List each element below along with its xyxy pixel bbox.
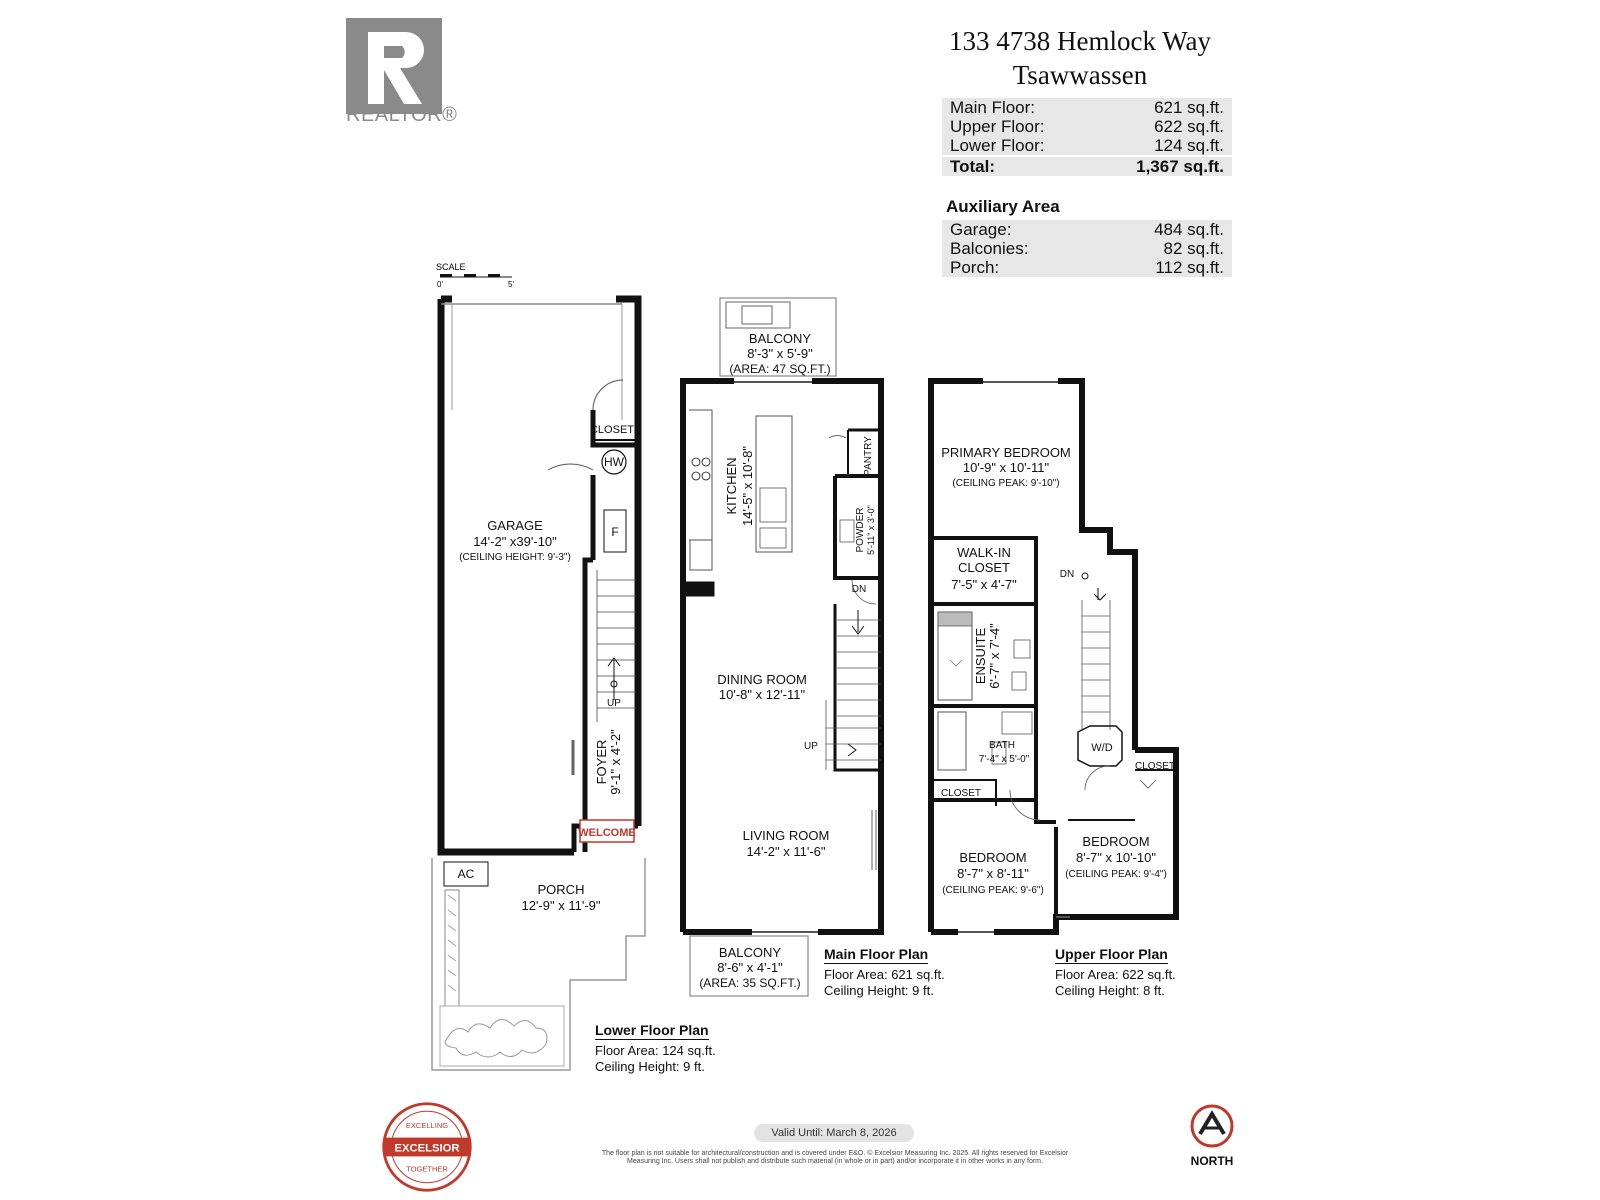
area-total-row: Total:1,367 sq.ft. [942,155,1232,176]
svg-text:WELCOME: WELCOME [578,827,635,839]
wd-label: W/D [1091,742,1112,754]
closet-label: CLOSET [590,424,634,436]
garage-label: GARAGE [487,518,543,533]
area-row: Porch:112 sq.ft. [942,258,1232,277]
foyer-label: FOYER [594,740,609,785]
upper-floor-plan [928,378,1179,935]
svg-text:EXCELLING: EXCELLING [406,1121,448,1130]
caption-ceiling: Ceiling Height: 9 ft. [824,983,934,998]
caption-area: Floor Area: 124 sq.ft. [595,1043,716,1058]
lower-floor-plan [431,295,646,1071]
garage-note: (CEILING HEIGHT: 9'-3") [459,552,571,563]
main-floor-caption: Main Floor Plan Floor Area: 621 sq.ft. C… [824,946,945,999]
floor-area-table: Main Floor:621 sq.ft. Upper Floor:622 sq… [942,98,1232,176]
realtor-wordmark: REALTOR® [346,104,458,126]
area-row: Garage:484 sq.ft. [942,220,1232,239]
dn-label-main: DN [852,584,866,595]
kitchen-dims: 14'-5" x 10'-8" [740,446,755,526]
bedroom-dims: 8'-7" x 8'-11" [957,866,1029,881]
realtor-logo [346,18,442,114]
auxiliary-area-title: Auxiliary Area [946,197,1060,216]
area-row: Lower Floor:124 sq.ft. [942,136,1232,155]
walkin-label-2: CLOSET [958,560,1010,575]
powder-dims: 5'-11" x 3'-0" [866,505,876,555]
kitchen-label: KITCHEN [724,457,739,514]
upper-floor-caption: Upper Floor Plan Floor Area: 622 sq.ft. … [1055,946,1176,999]
closet-label: CLOSET [1135,761,1175,772]
f-label: F [611,525,618,539]
svg-text:SCALE: SCALE [436,262,466,272]
svg-text:EXCELSIOR: EXCELSIOR [394,1143,459,1155]
caption-title: Upper Floor Plan [1055,946,1168,964]
walkin-dims: 7'-5" x 4'-7" [951,577,1017,592]
up-label: UP [607,698,621,709]
pantry-label: PANTRY [863,436,874,476]
primary-bedroom-label: PRIMARY BEDROOM [941,445,1071,460]
powder-label: POWDER [855,508,866,553]
north-label: NORTH [1190,1154,1234,1168]
living-dims: 14'-2" x 11'-6" [747,844,826,859]
area-row: Main Floor:621 sq.ft. [942,98,1232,117]
auxiliary-area-table: Garage:484 sq.ft. Balconies:82 sq.ft. Po… [942,220,1232,277]
caption-area: Floor Area: 622 sq.ft. [1055,967,1176,982]
ac-label: AC [458,867,475,881]
porch-dims: 12'-9" x 11'-9" [522,898,601,913]
valid-until-badge: Valid Until: March 8, 2026 [754,1124,914,1142]
balcony-bottom-area: (AREA: 35 SQ.FT.) [699,976,800,990]
welcome-mat [579,819,635,843]
balcony-bottom-label: BALCONY [719,945,781,960]
primary-bedroom-dims: 10'-9" x 10'-11" [963,460,1050,475]
dn-label-upper: DN [1060,569,1074,580]
bedroom-note: (CEILING PEAK: 9'-6") [942,885,1044,896]
bath-label: BATH [989,740,1015,751]
dining-label: DINING ROOM [717,672,807,687]
excelsior-badge: EXCELSIOR EXCELLING TOGETHER [382,1102,472,1192]
living-label: LIVING ROOM [743,828,830,843]
svg-text:TOGETHER: TOGETHER [406,1164,448,1173]
lower-floor-caption: Lower Floor Plan Floor Area: 124 sq.ft. … [595,1022,716,1075]
balcony-top-label: BALCONY [749,331,811,346]
porch-label: PORCH [538,882,585,897]
up-label-main: UP [804,741,818,752]
walkin-label-1: WALK-IN [957,545,1011,560]
bath-dims: 7'-4" x 5'-0" [979,754,1030,765]
balcony-top-dims: 8'-3" x 5'-9" [747,346,813,361]
scale-bar: SCALE 0' 5' [436,262,514,289]
main-floor-plan [680,297,884,997]
bedroom-label: BEDROOM [959,850,1026,865]
address-line-2: Tsawwassen [1012,60,1148,90]
bedroom-dims: 8'-7" x 10'-10" [1076,850,1156,865]
caption-title: Lower Floor Plan [595,1022,709,1040]
ensuite-dims: 6'-7" x 7'-4" [987,623,1002,689]
disclaimer-text: The floor plan is not suitable for archi… [601,1150,1069,1165]
caption-ceiling: Ceiling Height: 8 ft. [1055,983,1165,998]
caption-title: Main Floor Plan [824,946,929,964]
closet-label: CLOSET [941,788,981,799]
balcony-bottom-dims: 8'-6" x 4'-1" [717,960,783,975]
foyer-dims: 9'-1" x 4'-2" [608,729,623,795]
area-row: Upper Floor:622 sq.ft. [942,117,1232,136]
dining-dims: 10'-8" x 12'-11" [719,687,806,702]
address-line-1: 133 4738 Hemlock Way [948,26,1212,56]
garage-dims: 14'-2" x39'-10" [473,534,557,549]
svg-text:5': 5' [508,280,514,289]
north-arrow-icon [1190,1104,1234,1148]
primary-bedroom-note: (CEILING PEAK: 9'-10") [952,478,1059,489]
balcony-top-area: (AREA: 47 SQ.FT.) [729,362,830,376]
caption-ceiling: Ceiling Height: 9 ft. [595,1059,705,1074]
ensuite-label: ENSUITE [973,628,988,685]
area-row: Balconies:82 sq.ft. [942,239,1232,258]
hw-label: HW [604,455,625,469]
bedroom-label: BEDROOM [1082,834,1149,849]
caption-area: Floor Area: 621 sq.ft. [824,967,945,982]
svg-text:0': 0' [437,280,443,289]
bedroom-note: (CEILING PEAK: 9'-4") [1065,869,1167,880]
